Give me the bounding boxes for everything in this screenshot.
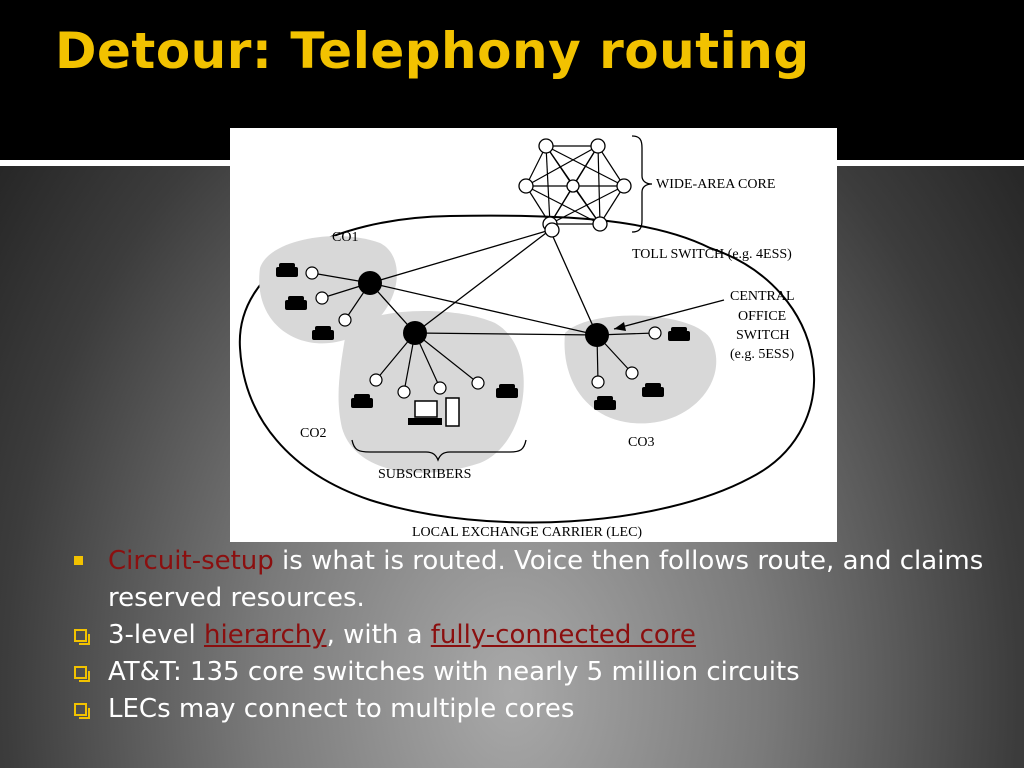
subscribers-brace bbox=[351, 439, 527, 462]
telephone-icon bbox=[668, 327, 690, 341]
lec-label: LOCAL EXCHANGE CARRIER (LEC) bbox=[412, 525, 642, 540]
core-node bbox=[518, 178, 534, 194]
core-node bbox=[538, 138, 554, 154]
bullet-item-lecs: LECs may connect to multiple cores bbox=[70, 691, 990, 728]
circuit-setup-highlight: Circuit-setup bbox=[108, 546, 274, 576]
core-node bbox=[616, 178, 632, 194]
core-bracket bbox=[631, 135, 653, 233]
lec-boundary bbox=[238, 214, 815, 524]
telephone-icon bbox=[642, 383, 664, 397]
subscribers-label: SUBSCRIBERS bbox=[378, 467, 471, 482]
telephone-icons bbox=[276, 263, 690, 410]
toll-switch-label: TOLL SWITCH (e.g. 4ESS) bbox=[632, 247, 792, 262]
core-node bbox=[592, 216, 608, 232]
checkbox-bullet-icon bbox=[74, 629, 90, 645]
checkbox-bullet-icon bbox=[74, 703, 90, 719]
core-nodes bbox=[518, 138, 632, 232]
diagram-svg: WIDE-AREA CORE TOLL SWITCH (e.g. 4ESS) C… bbox=[238, 135, 815, 540]
co1-switch bbox=[358, 271, 382, 295]
core-node bbox=[566, 179, 580, 193]
subscriber-endpoints bbox=[305, 266, 662, 399]
bullet-text: , with a bbox=[326, 620, 431, 650]
central-office-label: CENTRAL OFFICE SWITCH (e.g. 5ESS) bbox=[730, 289, 798, 362]
bullet-list: Circuit-setup is what is routed. Voice t… bbox=[70, 543, 990, 728]
co1-label: CO1 bbox=[332, 230, 358, 245]
bullet-text: AT&T: 135 core switches with nearly 5 mi… bbox=[108, 657, 800, 687]
wide-area-core-label: WIDE-AREA CORE bbox=[656, 177, 775, 192]
bullet-text: 3-level bbox=[108, 620, 205, 650]
telephone-icon bbox=[276, 263, 298, 277]
slide-title: Detour: Telephony routing bbox=[55, 22, 810, 80]
bullet-item-circuit-setup: Circuit-setup is what is routed. Voice t… bbox=[70, 543, 990, 617]
computer-icon bbox=[408, 397, 460, 427]
checkbox-bullet-icon bbox=[74, 666, 90, 682]
toll-switch-node bbox=[544, 222, 560, 238]
fully-connected-core-link[interactable]: fully-connected core bbox=[430, 620, 696, 650]
telephony-network-diagram: WIDE-AREA CORE TOLL SWITCH (e.g. 4ESS) C… bbox=[230, 128, 837, 542]
co1-region bbox=[259, 236, 397, 344]
bullet-item-att: AT&T: 135 core switches with nearly 5 mi… bbox=[70, 654, 990, 691]
telephone-icon bbox=[496, 384, 518, 398]
co2-label: CO2 bbox=[300, 426, 326, 441]
central-office-arrow bbox=[613, 299, 725, 330]
bullet-text: LECs may connect to multiple cores bbox=[108, 694, 575, 724]
telephone-icon bbox=[312, 326, 334, 340]
core-mesh bbox=[525, 145, 625, 225]
co2-region bbox=[338, 311, 524, 473]
co3-label: CO3 bbox=[628, 435, 654, 450]
core-node bbox=[590, 138, 606, 154]
square-bullet-icon bbox=[74, 556, 83, 565]
central-office-arrowhead bbox=[614, 322, 626, 331]
co2-switch bbox=[403, 321, 427, 345]
hierarchy-link[interactable]: hierarchy bbox=[204, 620, 327, 650]
telephone-icon bbox=[285, 296, 307, 310]
telephone-icon bbox=[594, 396, 616, 410]
co3-switch bbox=[585, 323, 609, 347]
bullet-text: is what is routed. Voice then follows ro… bbox=[108, 546, 984, 613]
bullet-item-hierarchy: 3-level hierarchy, with a fully-connecte… bbox=[70, 617, 990, 654]
telephone-icon bbox=[351, 394, 373, 408]
